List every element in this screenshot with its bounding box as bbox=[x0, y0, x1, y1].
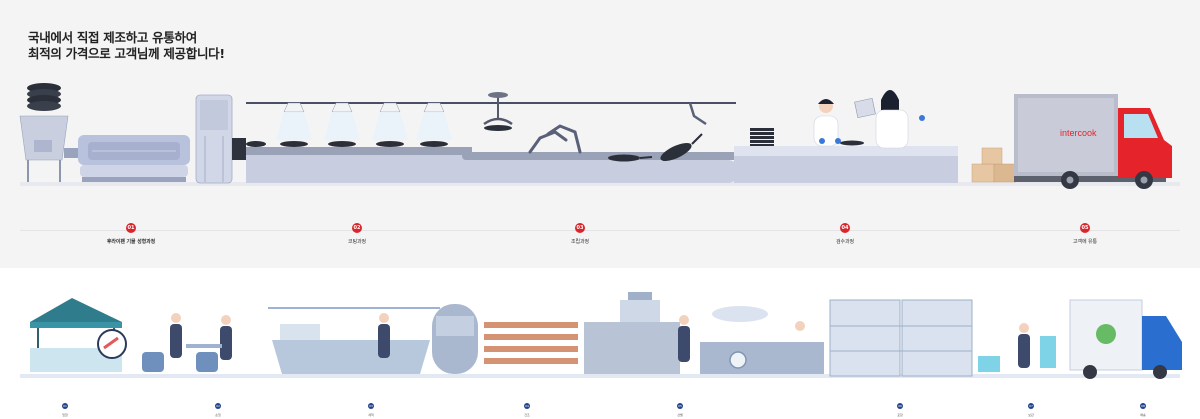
packing-worker-icon bbox=[978, 323, 1056, 372]
quality-manager-icon bbox=[854, 90, 925, 149]
step-label: 포장 bbox=[897, 413, 903, 417]
refrigerated-truck-icon bbox=[1069, 299, 1182, 379]
washing-line-icon bbox=[268, 304, 478, 374]
frying-step-3: 03 조립과정 bbox=[520, 214, 640, 245]
step-number-badge: 06 bbox=[897, 403, 903, 409]
step-number-badge: 04 bbox=[840, 223, 850, 233]
inspector-worker-icon bbox=[813, 99, 841, 147]
page-headline: 국내에서 직접 제조하고 유통하여 최적의 가격으로 고객님께 제공합니다! bbox=[28, 30, 225, 62]
frying-step-4: 04 검수과정 bbox=[785, 214, 905, 245]
frying-step-2: 02 코팅과정 bbox=[297, 214, 417, 245]
seafood-step-5: 05 선별 bbox=[650, 392, 710, 417]
truck-brand-logo: intercook bbox=[1060, 128, 1097, 138]
step-number-badge: 04 bbox=[524, 403, 530, 409]
step-label: 세척 bbox=[368, 413, 374, 417]
step-number-badge: 02 bbox=[215, 403, 221, 409]
seafood-step-4: 04 건조 bbox=[497, 392, 557, 417]
drying-racks-icon bbox=[484, 322, 578, 364]
seafood-step-6: 06 포장 bbox=[870, 392, 930, 417]
step-number-badge: 03 bbox=[368, 403, 374, 409]
seafood-step-7: 07 보관 bbox=[1001, 392, 1061, 417]
headline-line-2: 최적의 가격으로 고객님께 제공합니다! bbox=[28, 46, 225, 61]
step-label: 건조 bbox=[524, 413, 530, 417]
assembly-line bbox=[462, 92, 738, 183]
pan-stack-icon bbox=[27, 83, 61, 111]
step-number-badge: 01 bbox=[62, 403, 68, 409]
step-label: 고객에 유통 bbox=[1073, 239, 1097, 245]
inspection-table bbox=[734, 128, 958, 183]
robot-arm-icon bbox=[528, 124, 582, 154]
coating-line bbox=[246, 102, 472, 183]
seafood-step-1: 01 입찰 bbox=[35, 392, 95, 417]
step-label: 입찰 bbox=[62, 413, 68, 417]
forming-press-machine bbox=[19, 115, 190, 182]
step-number-badge: 08 bbox=[1140, 403, 1146, 409]
step-number-badge: 01 bbox=[126, 223, 136, 233]
step-label: 선별 bbox=[677, 413, 683, 417]
step-label: 보관 bbox=[1028, 413, 1034, 417]
step-label: 코팅과정 bbox=[347, 239, 366, 245]
frying-pan-production-illustration: intercook bbox=[19, 83, 1180, 189]
trimming-workers-icon bbox=[142, 313, 232, 372]
step-divider bbox=[20, 230, 1180, 231]
seafood-step-2: 02 손질 bbox=[188, 392, 248, 417]
step-number-badge: 02 bbox=[352, 223, 362, 233]
delivery-truck-icon: intercook bbox=[1014, 94, 1172, 189]
step-label: 후라이팬 기물 성형과정 bbox=[106, 239, 156, 245]
step-label: 손질 bbox=[215, 413, 221, 417]
seafood-step-8: 08 배송 bbox=[1113, 392, 1173, 417]
step-label: 배송 bbox=[1140, 413, 1146, 417]
step-label: 검수과정 bbox=[835, 239, 854, 245]
seafood-step-3: 03 세척 bbox=[341, 392, 401, 417]
frying-step-1: 01 후라이팬 기물 성형과정 bbox=[71, 214, 191, 245]
headline-line-1: 국내에서 직접 제조하고 유통하여 bbox=[28, 30, 197, 45]
step-number-badge: 05 bbox=[1080, 223, 1090, 233]
fish-market-stall-icon bbox=[30, 298, 127, 372]
step-number-badge: 05 bbox=[677, 403, 683, 409]
frying-step-5: 05 고객에 유통 bbox=[1025, 214, 1145, 245]
tower-machine bbox=[195, 94, 246, 184]
step-number-badge: 03 bbox=[575, 223, 585, 233]
step-label: 조립과정 bbox=[570, 239, 589, 245]
selection-machine-icon bbox=[584, 292, 824, 374]
step-number-badge: 07 bbox=[1028, 403, 1034, 409]
cold-storage-icon bbox=[829, 299, 973, 377]
